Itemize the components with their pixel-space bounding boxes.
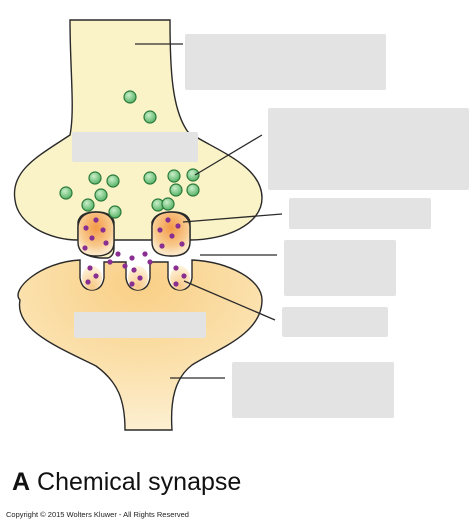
figure-caption: A Chemical synapse [12, 468, 241, 497]
label-box-3 [268, 108, 469, 190]
label-box-8 [232, 362, 394, 418]
vesicle [186, 168, 200, 182]
copyright-notice: Copyright © 2015 Wolters Kluwer - All Ri… [6, 510, 189, 519]
synaptic-vesicles [59, 90, 200, 219]
vesicle [106, 174, 120, 188]
leader-line [182, 213, 283, 223]
vesicle [59, 186, 73, 200]
label-box-4 [289, 198, 431, 229]
postsynaptic-density-right [170, 266, 190, 290]
vesicle [143, 110, 157, 124]
figure-letter: A [12, 468, 31, 496]
figure-title: Chemical synapse [37, 468, 242, 496]
vesicle [161, 197, 175, 211]
vesicle [94, 188, 108, 202]
label-box-6 [282, 307, 388, 337]
vesicle [167, 169, 181, 183]
vesicle [186, 183, 200, 197]
label-box-2 [72, 132, 198, 162]
leader-line [194, 134, 263, 176]
leader-line [183, 280, 276, 321]
neurotransmitter-molecules [82, 217, 187, 287]
label-box-1 [185, 34, 386, 90]
vesicle [81, 198, 95, 212]
vesicle [123, 90, 137, 104]
vesicle [88, 171, 102, 185]
label-box-7 [74, 312, 206, 338]
vesicle [143, 171, 157, 185]
vesicle [169, 183, 183, 197]
vesicle [108, 205, 122, 219]
label-box-5 [284, 240, 396, 296]
leader-lines [135, 43, 283, 379]
